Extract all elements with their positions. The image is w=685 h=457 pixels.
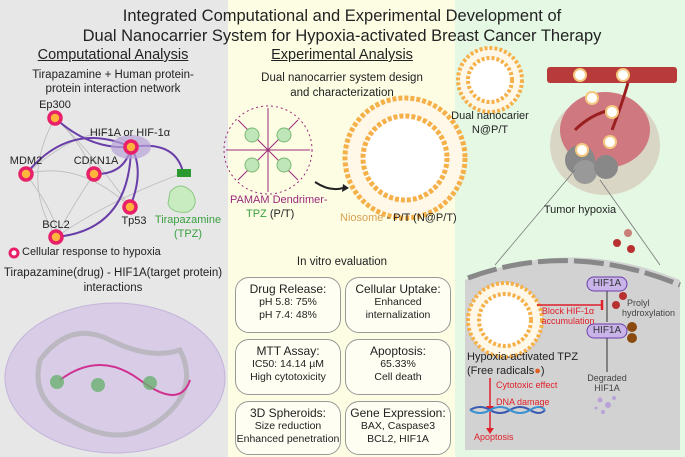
arrow <box>314 181 344 191</box>
niosome-label: Niosome - P/T (N@P/T) <box>340 212 457 224</box>
carrier-label-2: N@P/T <box>471 124 509 136</box>
paren: ) <box>540 365 545 377</box>
box-line: Size reduction <box>254 420 322 432</box>
drug-marker <box>177 169 191 177</box>
apoptosis-label: Apoptosis <box>474 432 514 442</box>
network-title-2: protein interaction network <box>45 83 181 95</box>
invitro-title: In vitro evaluation <box>296 256 388 268</box>
npt-text: - P/T (N@P/T) <box>383 212 457 224</box>
block-label-2: accumulation <box>541 316 595 326</box>
network-title-1: Tirapazamine + Human protein- <box>32 69 194 81</box>
legend-node-icon <box>8 247 20 259</box>
computational-heading: Computational Analysis <box>37 47 189 63</box>
title-line-1: Integrated Computational and Experimenta… <box>122 7 562 25</box>
drug-label: Tirapazamine <box>154 214 222 226</box>
box-line: Cell death <box>374 370 422 383</box>
box-title: Drug Release: <box>249 282 327 296</box>
design-title-1: Dual nanocarrier system design <box>261 72 423 84</box>
oxygen-icons <box>613 229 635 253</box>
node-label: CDKN1A <box>73 155 119 167</box>
tpz-in-dendrimer <box>244 127 292 173</box>
block-label-1: Block HIF-1α <box>541 306 595 316</box>
node-label: Ep300 <box>39 99 71 111</box>
dendrimer-label-2: TPZ (P/T) <box>246 208 294 220</box>
tumor-label: Tumor hypoxia <box>543 204 617 216</box>
cell-niosome-image <box>466 281 544 359</box>
box-line: BCL2, HIF1A <box>367 432 429 445</box>
node-label: MDM2 <box>9 155 43 167</box>
cytotoxic-label: Cytotoxic effect <box>496 380 558 390</box>
dendrimer-label-1: PAMAM Dendrimer- <box>230 194 328 206</box>
drug-release-box: Drug Release:pH 5.8: 75%pH 7.4: 48% <box>235 277 341 333</box>
node-label: HIF1A or HIF-1α <box>89 127 171 139</box>
pt-text: (P/T) <box>266 208 295 220</box>
node-label: Tp53 <box>121 215 147 227</box>
degraded-fragments <box>594 396 616 414</box>
protein-structure-image <box>4 302 226 454</box>
design-title-2: and characterization <box>290 87 394 99</box>
niosome-image <box>342 95 468 221</box>
box-title: 3D Spheroids: <box>249 406 327 420</box>
tpz-text: TPZ <box>246 208 267 220</box>
niosome-text: Niosome <box>340 212 384 224</box>
tpz-label-1: Hypoxia-activated TPZ <box>467 351 579 363</box>
box-line: pH 5.8: 75% <box>259 296 317 308</box>
prolyl-label-1: Prolyl <box>627 298 650 308</box>
box-line: IC50: 14.14 µM <box>251 358 324 370</box>
box-line: Enhanced <box>374 296 422 308</box>
box-title: Gene Expression: <box>350 406 446 420</box>
dna-damage-label: DNA damage <box>496 397 550 407</box>
box-line: Enhanced penetration <box>236 432 340 445</box>
box-title: MTT Assay: <box>256 344 320 358</box>
box-line: 65.33% <box>380 358 416 370</box>
degraded-label-2: HIF1A <box>594 383 620 393</box>
box-title: Apoptosis: <box>369 344 427 358</box>
radical-icon: ● <box>534 365 541 377</box>
interaction-title-2: interactions <box>83 282 143 294</box>
hif1a-label: HIF1A <box>592 278 622 289</box>
interaction-title-1: Tirapazamine(drug) - HIF1A(target protei… <box>3 267 223 279</box>
box-line: internalization <box>365 308 431 321</box>
small-niosome-image <box>456 46 524 114</box>
hif1a-label-2: HIF1A <box>592 325 622 336</box>
box-title: Cellular Uptake: <box>355 282 441 296</box>
pamam-dendrimer-image <box>223 105 313 195</box>
degraded-label-1: Degraded <box>587 373 627 383</box>
tpz-molecule-icon <box>167 185 196 213</box>
apoptosis-box: Apoptosis:65.33%Cell death <box>345 339 451 395</box>
free-radicals-text: (Free radicals <box>467 365 535 377</box>
network-nodes <box>18 110 139 245</box>
box-line: pH 7.4: 48% <box>259 308 317 321</box>
zoom-lines <box>494 169 661 266</box>
tumor-image <box>547 67 677 195</box>
prolyl-label-2: hydroxylation <box>622 308 676 318</box>
box-line: High cytotoxicity <box>250 370 326 383</box>
experimental-heading: Experimental Analysis <box>271 47 413 63</box>
title-line-2: Dual Nanocarrier System for Hypoxia-acti… <box>82 27 602 45</box>
drug-label-abbr: (TPZ) <box>173 228 203 240</box>
tpz-label-2: (Free radicals●) <box>467 365 545 377</box>
box-line: BAX, Caspase3 <box>360 420 436 432</box>
legend-label: Cellular response to hypoxia <box>22 246 161 258</box>
carrier-label-1: Dual nanocarier <box>451 110 529 122</box>
cell-membrane <box>467 258 681 288</box>
node-label: BCL2 <box>42 219 70 231</box>
